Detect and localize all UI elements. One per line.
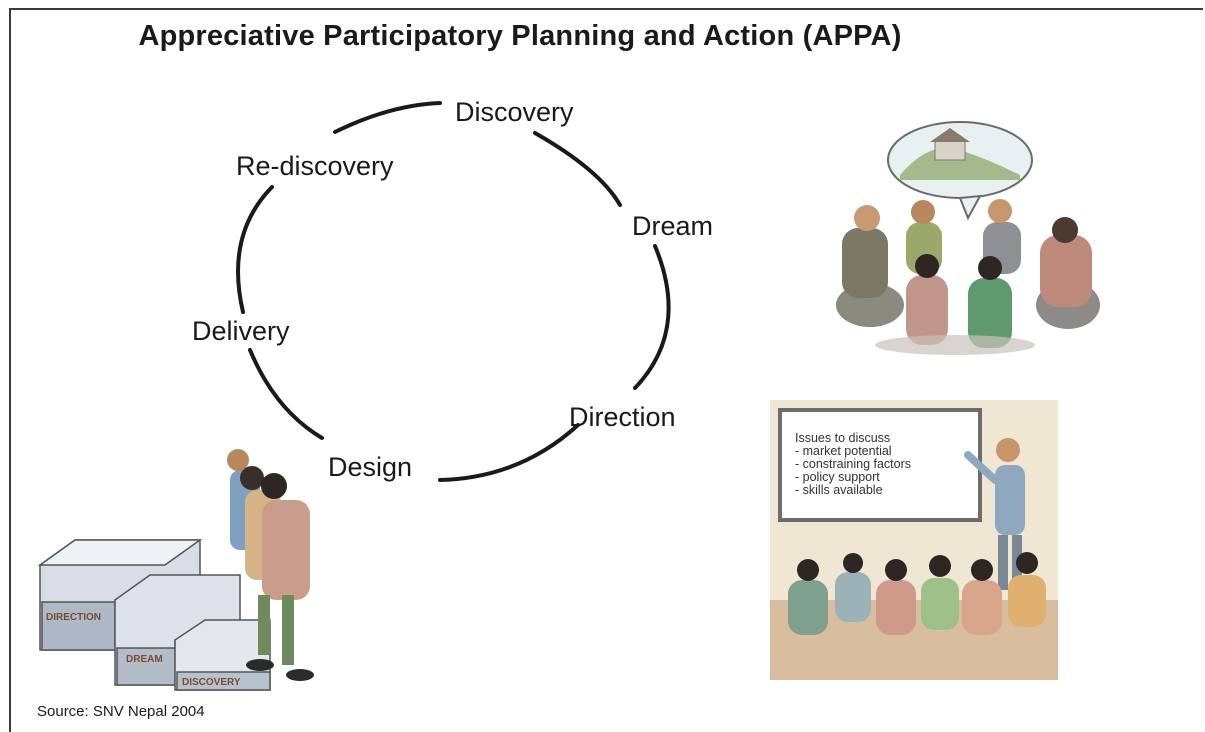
board-item: - skills available (795, 483, 883, 497)
arc-delivery-rediscovery (236, 185, 274, 314)
arc-design-delivery (248, 348, 324, 440)
arc-direction-design (438, 423, 580, 482)
staircase (37, 539, 271, 691)
board-item: - policy support (795, 470, 880, 484)
board-item: - market potential (795, 444, 892, 458)
step-label-direction: DIRECTION (46, 612, 101, 623)
climbing-people (227, 449, 314, 681)
stage-dream: Dream (632, 211, 714, 241)
step-label-discovery: DISCOVERY (182, 677, 241, 688)
seated-people (836, 199, 1100, 355)
source-citation: Source: SNV Nepal 2004 (37, 703, 205, 720)
stage-discovery: Discovery (455, 97, 574, 127)
board-item: - constraining factors (795, 457, 912, 471)
step-label-dream: DREAM (126, 654, 163, 665)
speech-bubble (887, 121, 1033, 221)
stage-delivery: Delivery (192, 316, 290, 346)
stage-design: Design (328, 452, 413, 482)
board-heading: Issues to discuss (795, 431, 891, 445)
arc-discovery-dream (533, 131, 622, 207)
stage-direction: Direction (569, 402, 676, 432)
arc-dream-direction (633, 244, 671, 390)
stage-rediscovery: Re-discovery (236, 151, 394, 181)
figure-frame (9, 8, 1203, 732)
arc-rediscovery-discovery (333, 101, 442, 134)
figure-title: Appreciative Participatory Planning and … (138, 20, 902, 52)
board-text: Issues to discuss - market potential - c… (795, 432, 911, 497)
audience (788, 552, 1046, 635)
